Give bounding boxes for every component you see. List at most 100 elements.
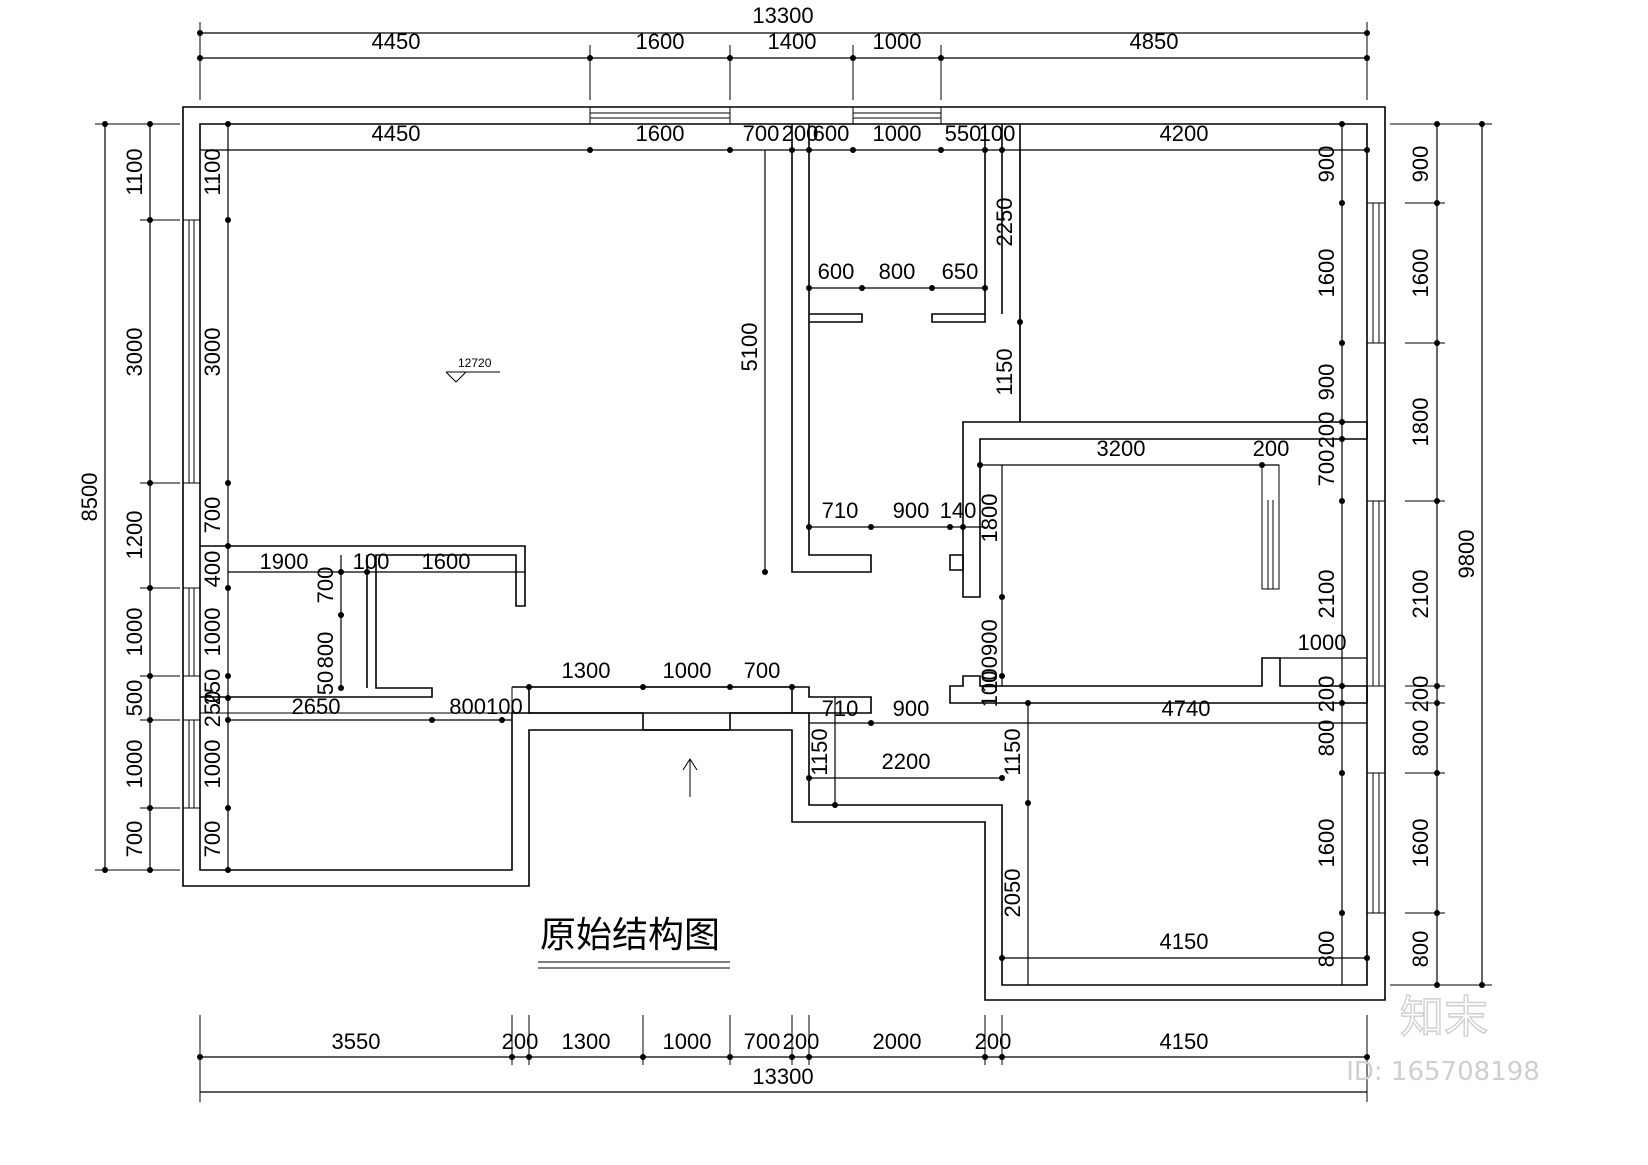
left-inner-dim: 700 — [200, 821, 225, 858]
bottom-total-dim: 13300 — [752, 1064, 813, 1089]
left-inner-dim: 700 — [200, 497, 225, 534]
right-inner-dim: 1600 — [1314, 249, 1339, 298]
right-outer-dim: 1600 — [1408, 249, 1433, 298]
right-inner-dim: 1600 — [1314, 819, 1339, 868]
left-outer-dim: 1100 — [122, 148, 147, 195]
top-inner-dim: 100 — [979, 121, 1016, 146]
dim-label: 50 — [313, 671, 338, 695]
bottom-dim: 1000 — [663, 1029, 712, 1054]
left-inner-dim: 1100 — [200, 148, 225, 195]
bottom-dim: 700 — [744, 1029, 781, 1054]
right-inner-dim: 900 — [1314, 364, 1339, 401]
dim-label: 1000 — [1298, 630, 1347, 655]
dim-label: 650 — [942, 259, 979, 284]
dim-label: 5100 — [737, 323, 762, 372]
interior-dimension-lines — [228, 147, 1370, 985]
right-outer-dim: 200 — [1408, 676, 1433, 713]
elevation-value: 12720 — [458, 356, 492, 370]
bottom-dim: 2000 — [873, 1029, 922, 1054]
dim-label: 1900 — [260, 549, 309, 574]
dim-label: 4150 — [1160, 929, 1209, 954]
top-outer-dim: 4850 — [1130, 29, 1179, 54]
left-outer-dim: 1000 — [122, 608, 147, 657]
bottom-dim: 200 — [783, 1029, 820, 1054]
top-inner-dim: 4450 — [372, 121, 421, 146]
elevation-marker: 12720 — [445, 356, 500, 383]
drawing-title: 原始结构图 — [538, 915, 730, 969]
right-inner-dim: 800 — [1314, 931, 1339, 968]
right-inner-dim: 700 — [1314, 450, 1339, 487]
dim-label: 2650 — [292, 694, 341, 719]
dim-label: 800100 — [449, 694, 522, 719]
top-outer-dim: 1400 — [768, 29, 817, 54]
right-outer-dim: 800 — [1408, 931, 1433, 968]
dim-label: 2200 — [882, 749, 931, 774]
top-inner-dim: 1000 — [873, 121, 922, 146]
bottom-dimensions: 3550 200 1300 1000 700 200 2000 200 4150… — [197, 1015, 1370, 1102]
bottom-dim: 3550 — [332, 1029, 381, 1054]
right-inner-dimensions: 900 1600 900 200 700 2100 200 800 1600 8… — [1314, 121, 1345, 985]
bottom-dim: 200 — [502, 1029, 539, 1054]
left-inner-dim: 1000 — [200, 740, 225, 789]
dim-label: 1800 — [977, 494, 1002, 543]
watermark: 知末 ID: 165708198 — [1346, 991, 1540, 1087]
dim-label: 900 — [893, 498, 930, 523]
dim-label: 200 — [1253, 436, 1290, 461]
dim-label: 1150 — [807, 728, 832, 775]
watermark-brand: 知末 — [1400, 992, 1488, 1043]
dim-label: 1000 — [663, 658, 712, 683]
right-outer-dim: 1800 — [1408, 398, 1433, 447]
dim-label: 140 — [940, 498, 977, 523]
left-outer-dim: 3000 — [122, 328, 147, 377]
top-dimensions: 13300 4450 1600 1400 1000 4850 — [197, 3, 1370, 100]
right-inner-dim: 2100 — [1314, 570, 1339, 619]
left-outer-dim: 700 — [122, 821, 147, 858]
right-inner-dim: 200 — [1314, 676, 1339, 713]
top-inner-dim: 550 — [945, 121, 982, 146]
left-total-dim: 8500 — [77, 473, 102, 522]
dim-label: 600 — [818, 259, 855, 284]
dim-label: 4740 — [1162, 696, 1211, 721]
dim-label: 1600 — [422, 549, 471, 574]
left-inner-dim: 250 — [200, 669, 225, 706]
dim-label: 1150 — [1000, 728, 1025, 775]
interior-dimension-labels: 5100 2250 1150 600 800 650 710 900 140 1… — [260, 198, 1347, 954]
right-outer-dim: 1600 — [1408, 819, 1433, 868]
right-inner-dim: 200 — [1314, 412, 1339, 449]
dim-label: 710 — [822, 696, 859, 721]
dim-label: 100 — [353, 549, 390, 574]
right-outer-dim: 800 — [1408, 720, 1433, 757]
watermark-id: ID: 165708198 — [1346, 1057, 1540, 1087]
dim-label: 3200 — [1097, 436, 1146, 461]
left-inner-dimensions: 1100 3000 700 400 1000 250 250 1000 700 — [200, 121, 231, 873]
top-outer-dim: 4450 — [372, 29, 421, 54]
left-outer-dim: 1000 — [122, 740, 147, 789]
bottom-dim: 1300 — [562, 1029, 611, 1054]
dim-label: 100 — [977, 671, 1002, 708]
right-outer-dim: 900 — [1408, 146, 1433, 183]
right-total-dim: 9800 — [1454, 530, 1479, 579]
right-inner-dim: 900 — [1314, 146, 1339, 183]
dim-label: 1300 — [562, 658, 611, 683]
top-inner-dim: 200 — [782, 121, 819, 146]
dim-label: 700 — [744, 658, 781, 683]
top-inner-dim: 1600 — [636, 121, 685, 146]
dim-label: 700 — [313, 567, 338, 604]
dim-label: 100900 — [977, 619, 1002, 692]
bottom-dim: 200 — [975, 1029, 1012, 1054]
left-inner-dim: 3000 — [200, 328, 225, 377]
right-inner-dim: 800 — [1314, 720, 1339, 757]
left-inner-dim: 400 — [200, 551, 225, 588]
right-outer-dim: 2100 — [1408, 570, 1433, 619]
top-outer-dim: 1600 — [636, 29, 685, 54]
walls — [182, 106, 1386, 1001]
dim-label: 710 — [822, 498, 859, 523]
bottom-dim: 4150 — [1160, 1029, 1209, 1054]
left-outer-dim: 500 — [122, 680, 147, 717]
dim-label: 800 — [879, 259, 916, 284]
top-inner-dimension-labels: 4450 1600 700 200 600 1000 550 100 4200 — [372, 121, 1209, 146]
top-inner-dim: 600 — [813, 121, 850, 146]
entrance-arrow-icon — [682, 758, 698, 797]
dim-label: 2250 — [992, 198, 1017, 247]
left-dimensions: 8500 1100 3000 1200 1000 500 1000 700 — [77, 121, 180, 873]
